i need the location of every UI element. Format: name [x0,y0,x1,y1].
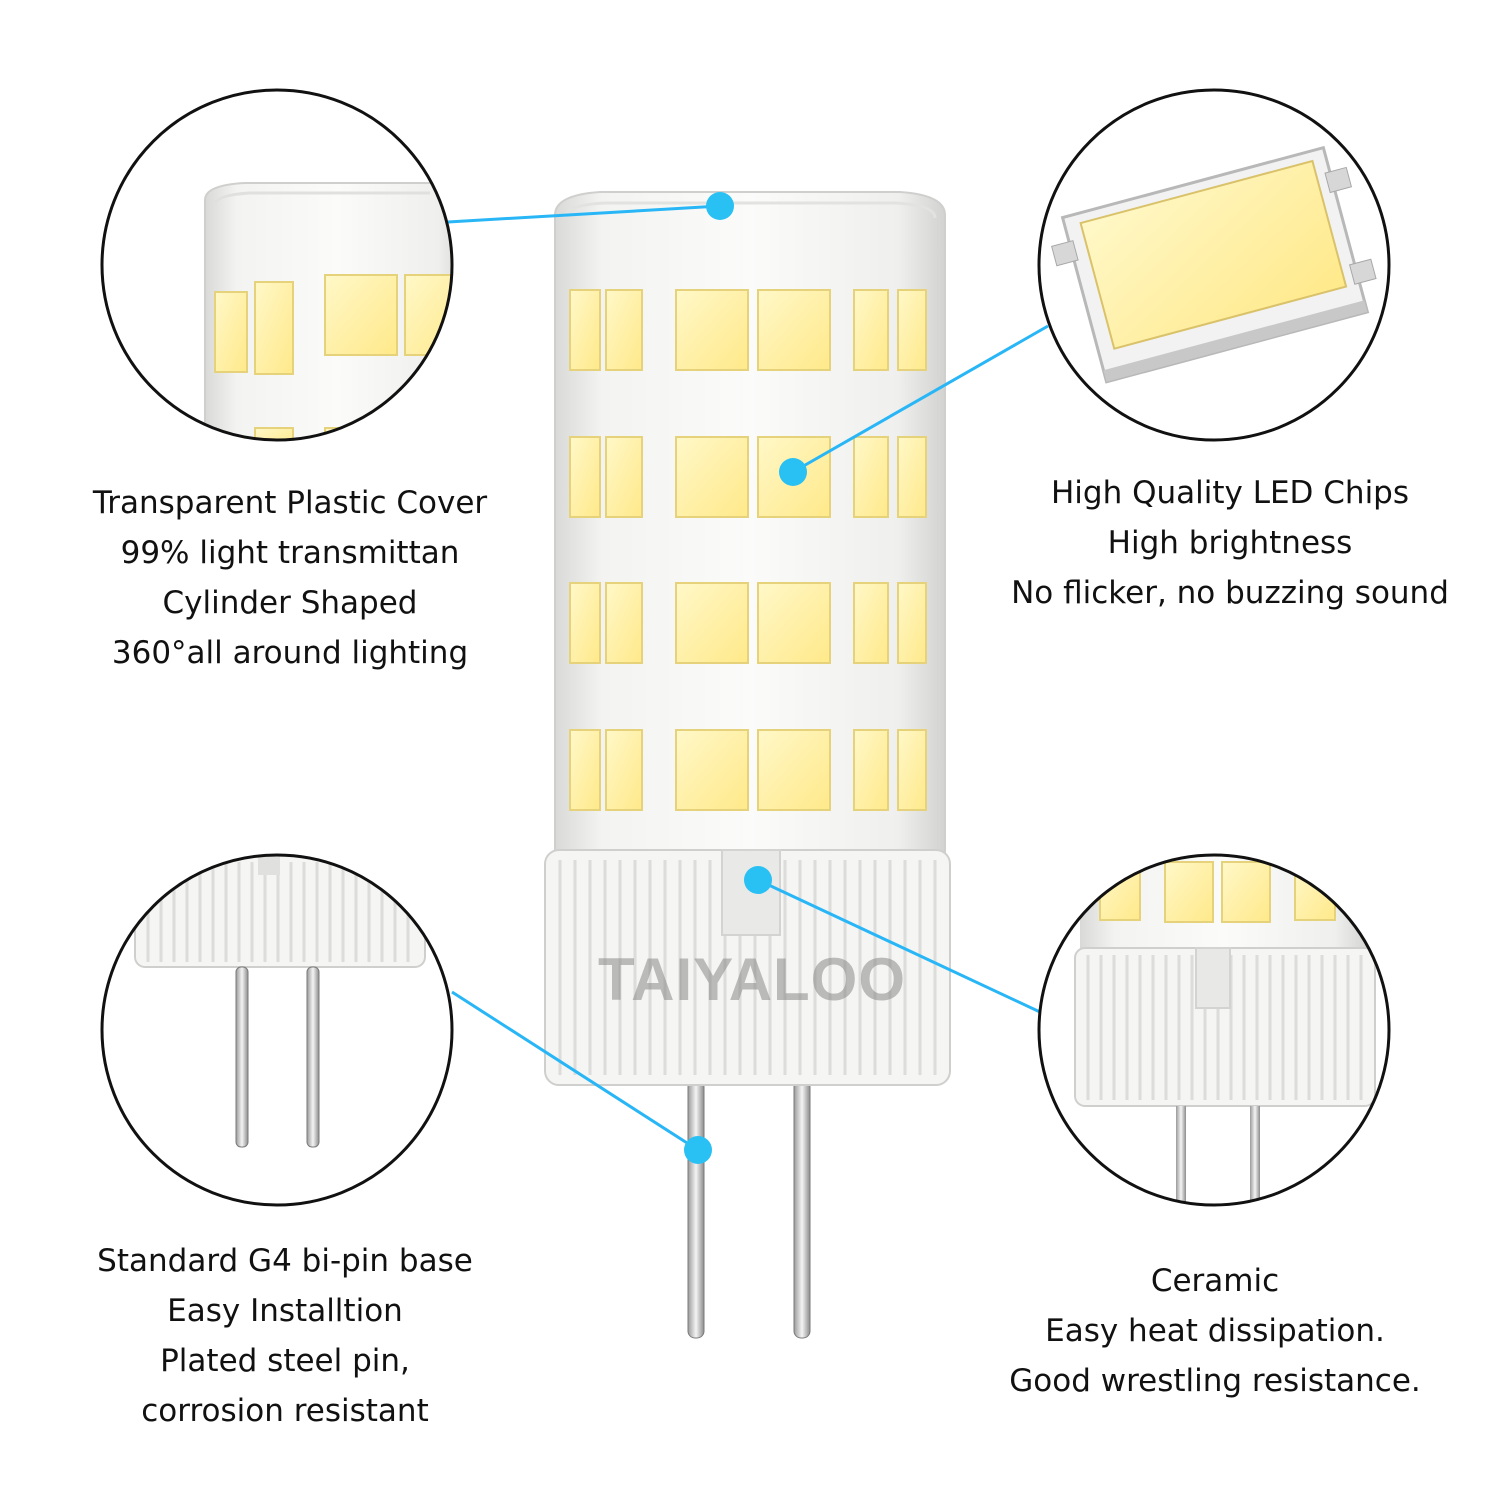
callout-dot-chip [779,458,807,486]
feature-base-line: Plated steel pin, [160,1343,410,1379]
ceramic-base-detail-circle [1037,853,1391,1207]
feature-ceramic-line: Ceramic [1150,1263,1280,1299]
led-chip [605,729,643,811]
led-chip [675,729,749,811]
led-chip [569,289,601,371]
feature-cover-text: Transparent Plastic Cover 99% light tran… [40,478,540,678]
led-chip [853,289,889,371]
callout-lines [447,204,1049,1152]
led-chip [605,436,643,518]
brand-watermark: TAIYALOO [598,946,906,1013]
main-bulb: TAIYALOO [544,191,951,1339]
feature-ceramic-text: Ceramic Easy heat dissipation. Good wres… [975,1256,1455,1406]
led-chip [853,729,889,811]
led-chip [569,436,601,518]
led-chip [675,289,749,371]
led-chip [897,729,927,811]
cover-detail-circle [100,88,454,442]
feature-chips-text: High Quality LED Chips High brightness N… [985,468,1475,618]
led-chip [675,582,749,664]
led-chip [853,436,889,518]
feature-base-line: Standard G4 bi-pin base [97,1243,473,1279]
pin-left [687,1079,705,1339]
led-chip [897,436,927,518]
feature-base-text: Standard G4 bi-pin base Easy Installtion… [40,1236,530,1436]
feature-cover-line: 360°all around lighting [111,635,469,671]
feature-chips-line: High Quality LED Chips [1050,475,1410,511]
led-chip [897,582,927,664]
callout-dots [684,192,807,1164]
feature-cover-line: 99% light transmittan [120,535,460,571]
feature-ceramic-line: Good wrestling resistance. [1009,1363,1421,1399]
led-chip [757,289,831,371]
feature-base-line: corrosion resistant [141,1393,429,1429]
feature-base-line: Easy Installtion [167,1293,403,1329]
led-chip [675,436,749,518]
led-chip-grid [569,289,927,811]
feature-cover-line: Cylinder Shaped [162,585,418,621]
callout-dot-pin [684,1136,712,1164]
led-chip [757,582,831,664]
led-chip [853,582,889,664]
feature-chips-line: No flicker, no buzzing sound [1011,575,1449,611]
plastic-cover [554,191,946,853]
led-chip [897,289,927,371]
led-chip [605,582,643,664]
led-chip [757,729,831,811]
led-chip [569,729,601,811]
feature-cover-line: Transparent Plastic Cover [92,485,488,521]
callout-dot-ceramic [744,866,772,894]
led-chip [569,582,601,664]
led-chip [605,289,643,371]
feature-ceramic-line: Easy heat dissipation. [1045,1313,1385,1349]
feature-chips-line: High brightness [1107,525,1353,561]
pin-right [793,1079,811,1339]
pin-base-detail-circle [100,853,454,1207]
callout-dot-cover [706,192,734,220]
led-chip-detail-circle [1037,88,1391,442]
